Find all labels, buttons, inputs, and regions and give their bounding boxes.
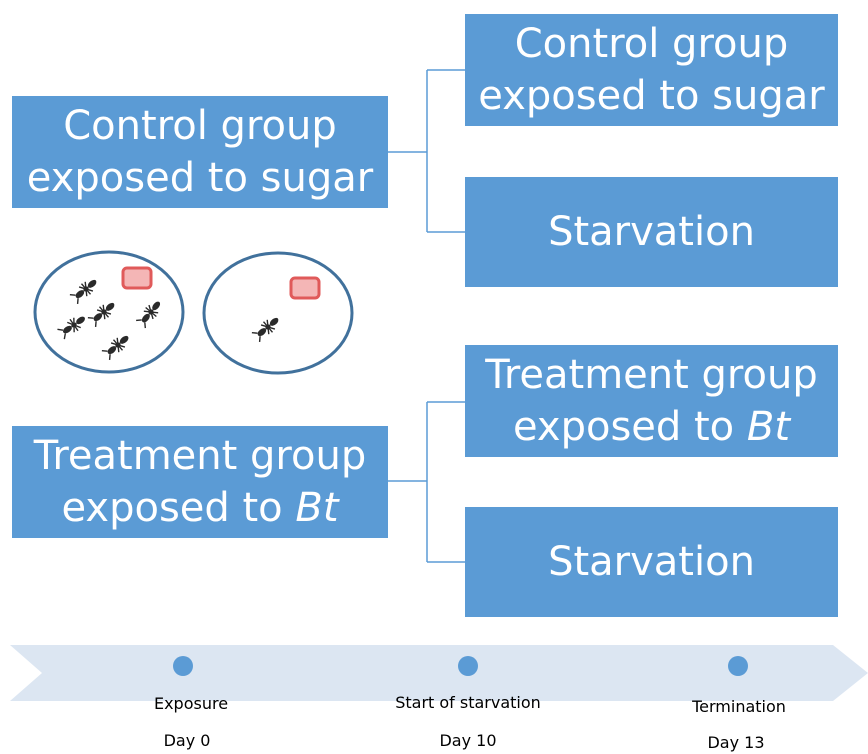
timeline-dot-starvation: [458, 656, 478, 676]
timeline-event-exposure: Exposure: [153, 694, 229, 713]
control-subgroup-line1: Control group: [514, 21, 789, 67]
timeline-arrow: [10, 645, 868, 701]
timeline-event-termination: Termination: [692, 697, 786, 716]
treatment-subgroup-line2-italic: Bt: [746, 404, 790, 450]
ant-icon: [101, 335, 129, 360]
ant-icon: [251, 317, 279, 342]
timeline-day-termination: Day 13: [707, 733, 765, 752]
treatment-starvation-label: Starvation: [548, 539, 755, 585]
ant-icon: [87, 302, 115, 327]
treatment-group-line2-prefix: exposed to: [61, 485, 296, 531]
dish-many-ants: [33, 250, 185, 374]
timeline-day-starvation: Day 10: [439, 731, 497, 750]
control-starvation-box: Starvation: [465, 177, 838, 287]
treatment-connector: [388, 401, 465, 563]
treatment-starvation-box: Starvation: [465, 507, 838, 617]
timeline-dot-termination: [728, 656, 748, 676]
treatment-group-line2-italic: Bt: [295, 485, 339, 531]
treatment-subgroup-line2: exposed to Bt: [513, 401, 790, 453]
ant-icon: [69, 279, 97, 304]
treatment-subgroup-line2-prefix: exposed to: [513, 404, 747, 450]
dish-one-ant: [202, 251, 354, 375]
timeline-day-exposure: Day 0: [163, 731, 211, 750]
timeline-event-starvation: Start of starvation: [395, 693, 541, 712]
treatment-group-box: Treatment group exposed to Bt: [12, 426, 388, 538]
sugar-icon: [289, 276, 321, 300]
control-subgroup-box: Control group exposed to sugar: [465, 14, 838, 126]
timeline-dot-exposure: [173, 656, 193, 676]
control-connector: [388, 69, 465, 233]
treatment-subgroup-box: Treatment group exposed to Bt: [465, 345, 838, 457]
treatment-subgroup-line1: Treatment group: [485, 352, 818, 398]
treatment-group-line2: exposed to Bt: [62, 482, 339, 534]
control-subgroup-line2: exposed to sugar: [478, 73, 825, 119]
control-starvation-label: Starvation: [548, 209, 755, 255]
control-group-line1: Control group: [63, 103, 337, 149]
ant-icon: [57, 316, 85, 340]
ant-icon: [136, 301, 161, 329]
control-group-line2: exposed to sugar: [26, 155, 374, 201]
treatment-group-line1: Treatment group: [33, 433, 367, 479]
sugar-icon: [121, 266, 153, 290]
control-group-box: Control group exposed to sugar: [12, 96, 388, 208]
